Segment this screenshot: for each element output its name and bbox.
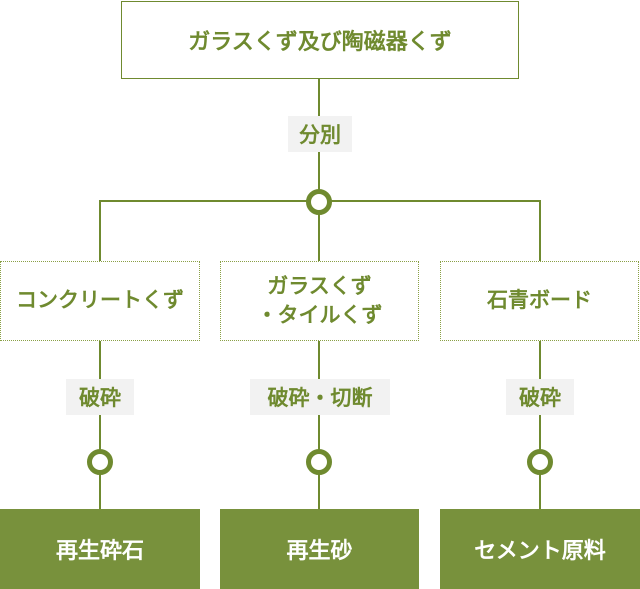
process-label-right: 破砕 — [506, 379, 574, 415]
root-label: ガラスくず及び陶磁器くず — [188, 30, 452, 55]
category-box-concrete: コンクリートくず — [0, 261, 200, 341]
category-label: コンクリートくず — [16, 288, 184, 313]
process-label-center: 破砕・切断 — [250, 379, 390, 415]
process-text: 破砕 — [79, 386, 121, 410]
product-box-recycled-sand: 再生砂 — [220, 509, 419, 589]
root-process-text: 分別 — [299, 123, 341, 147]
category-box-gypsum-board: 石青ボード — [440, 261, 639, 341]
category-label-line2: ・タイルくず — [256, 303, 383, 327]
branch-stem-center — [318, 340, 320, 510]
process-text: 破砕 — [519, 386, 561, 410]
root-box: ガラスくず及び陶磁器くず — [121, 1, 519, 79]
branch-stem-right — [539, 340, 541, 510]
root-process-label: 分別 — [288, 116, 352, 152]
product-label: 再生砕石 — [55, 539, 144, 564]
category-label-line1: ガラスくず — [267, 273, 372, 298]
branch-drop-center — [318, 200, 320, 262]
branch-drop-right — [539, 200, 541, 262]
process-label-left: 破砕 — [66, 379, 134, 415]
root-branch-node — [306, 189, 332, 215]
category-box-glass-tile: ガラスくず ・タイルくず — [220, 261, 419, 341]
process-node-right — [527, 449, 553, 475]
process-text: 破砕・切断 — [267, 386, 373, 410]
product-box-cement-material: セメント原料 — [440, 509, 640, 589]
product-label: セメント原料 — [474, 539, 606, 564]
branch-stem-left — [99, 340, 101, 510]
product-box-recycled-crushed-stone: 再生砕石 — [0, 509, 200, 589]
process-node-center — [306, 449, 332, 475]
branch-drop-left — [99, 200, 101, 262]
product-label: 再生砂 — [286, 539, 353, 564]
process-node-left — [87, 449, 113, 475]
category-label: 石青ボード — [487, 288, 592, 313]
